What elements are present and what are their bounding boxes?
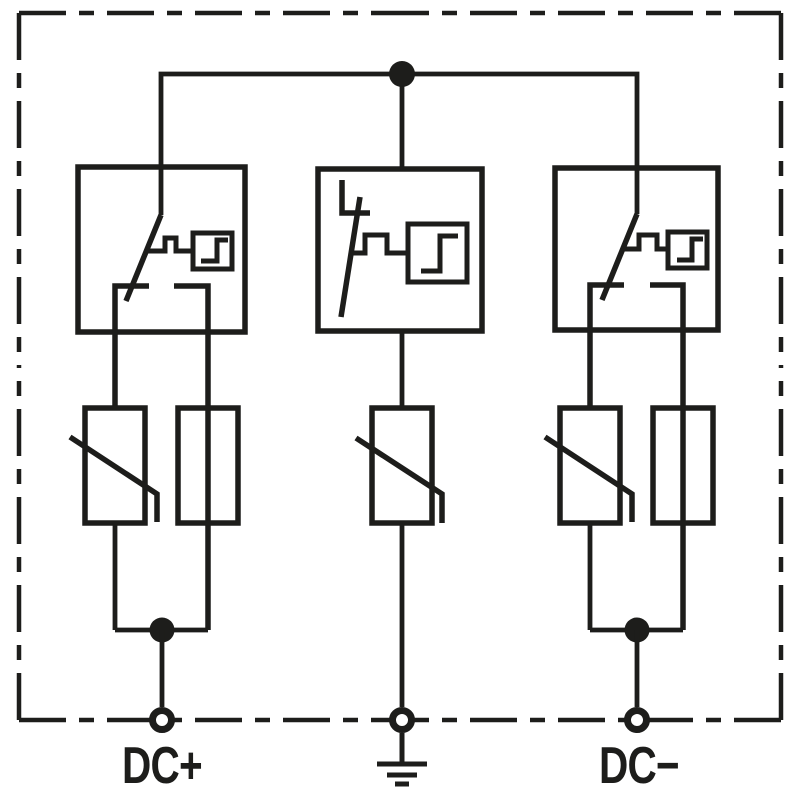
terminal-label-dc-plus-text: DC+ bbox=[122, 737, 203, 795]
status-contact-step-icon-right bbox=[677, 236, 703, 263]
disconnector-switch-blade-middle bbox=[338, 196, 363, 318]
thermal-disconnect-link-icon-left bbox=[146, 235, 193, 254]
branch-dc-plus bbox=[68, 164, 248, 733]
varistor-stroke-left bbox=[68, 434, 160, 522]
status-contact-box-right bbox=[665, 229, 710, 271]
terminal-circle-dc-plus bbox=[149, 707, 175, 733]
fuse-body-left bbox=[175, 405, 241, 526]
disconnector-box-right bbox=[552, 165, 721, 333]
enclosure-dash-dot-border bbox=[16, 10, 784, 723]
status-contact-step-icon-middle bbox=[421, 233, 458, 274]
branch-dc-minus bbox=[543, 165, 721, 733]
status-contact-box-middle bbox=[405, 221, 470, 285]
thermal-disconnect-link-icon-middle bbox=[352, 232, 408, 256]
top-bus-wire bbox=[158, 71, 640, 215]
terminal-circle-dc-minus bbox=[624, 707, 650, 733]
disconnector-contact-right-b bbox=[650, 282, 686, 630]
varistor-stroke-middle bbox=[354, 435, 445, 523]
fuse-body-right bbox=[650, 405, 716, 526]
terminal-label-dc-minus: DC− bbox=[588, 740, 690, 792]
status-contact-box-left bbox=[190, 230, 235, 272]
disconnector-contact-middle bbox=[339, 180, 370, 216]
disconnector-contact-left-b bbox=[174, 283, 211, 630]
terminal-label-dc-minus-text: DC− bbox=[599, 737, 680, 795]
thermal-disconnect-link-icon-right bbox=[622, 232, 668, 252]
status-contact-step-icon-left bbox=[201, 237, 228, 264]
earth-ground-icon bbox=[377, 733, 427, 787]
varistor-stroke-right bbox=[543, 434, 635, 522]
disconnector-contact-right-a bbox=[587, 282, 624, 408]
disconnector-contact-left-a bbox=[112, 283, 149, 408]
terminal-circle-earth bbox=[389, 707, 415, 733]
branch-earth bbox=[315, 166, 485, 787]
terminal-label-dc-plus: DC+ bbox=[111, 740, 213, 792]
junction-dot-top bbox=[389, 61, 415, 87]
disconnector-box-left bbox=[75, 164, 248, 335]
